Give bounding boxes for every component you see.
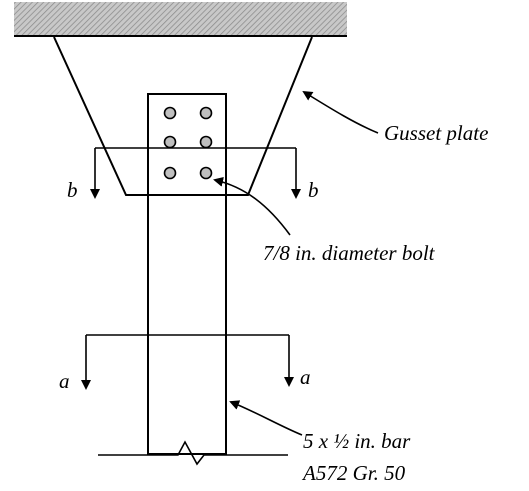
bolt [163, 106, 177, 120]
bar-grade-label: A572 Gr. 50 [301, 461, 406, 485]
section-a-left-label: a [59, 369, 70, 393]
gusset-plate [53, 36, 313, 196]
section-a-right-label: a [300, 365, 311, 389]
bolt [199, 166, 213, 180]
bar-size-label: 5 x ½ in. bar [303, 429, 411, 453]
bar-leader [229, 400, 303, 436]
bolt-leader [213, 176, 291, 236]
bolt [163, 166, 177, 180]
gusset-plate-label: Gusset plate [384, 121, 488, 145]
bolt [163, 135, 177, 149]
break-line [98, 440, 288, 466]
bar [147, 93, 227, 455]
bolt [199, 135, 213, 149]
support-hatch [14, 2, 347, 36]
bolt-group [163, 106, 213, 180]
bolt-label: 7/8 in. diameter bolt [263, 241, 436, 265]
bolt [199, 106, 213, 120]
gusset-leader [302, 90, 379, 134]
section-b-left-label: b [67, 178, 78, 202]
section-b-right-label: b [308, 178, 319, 202]
